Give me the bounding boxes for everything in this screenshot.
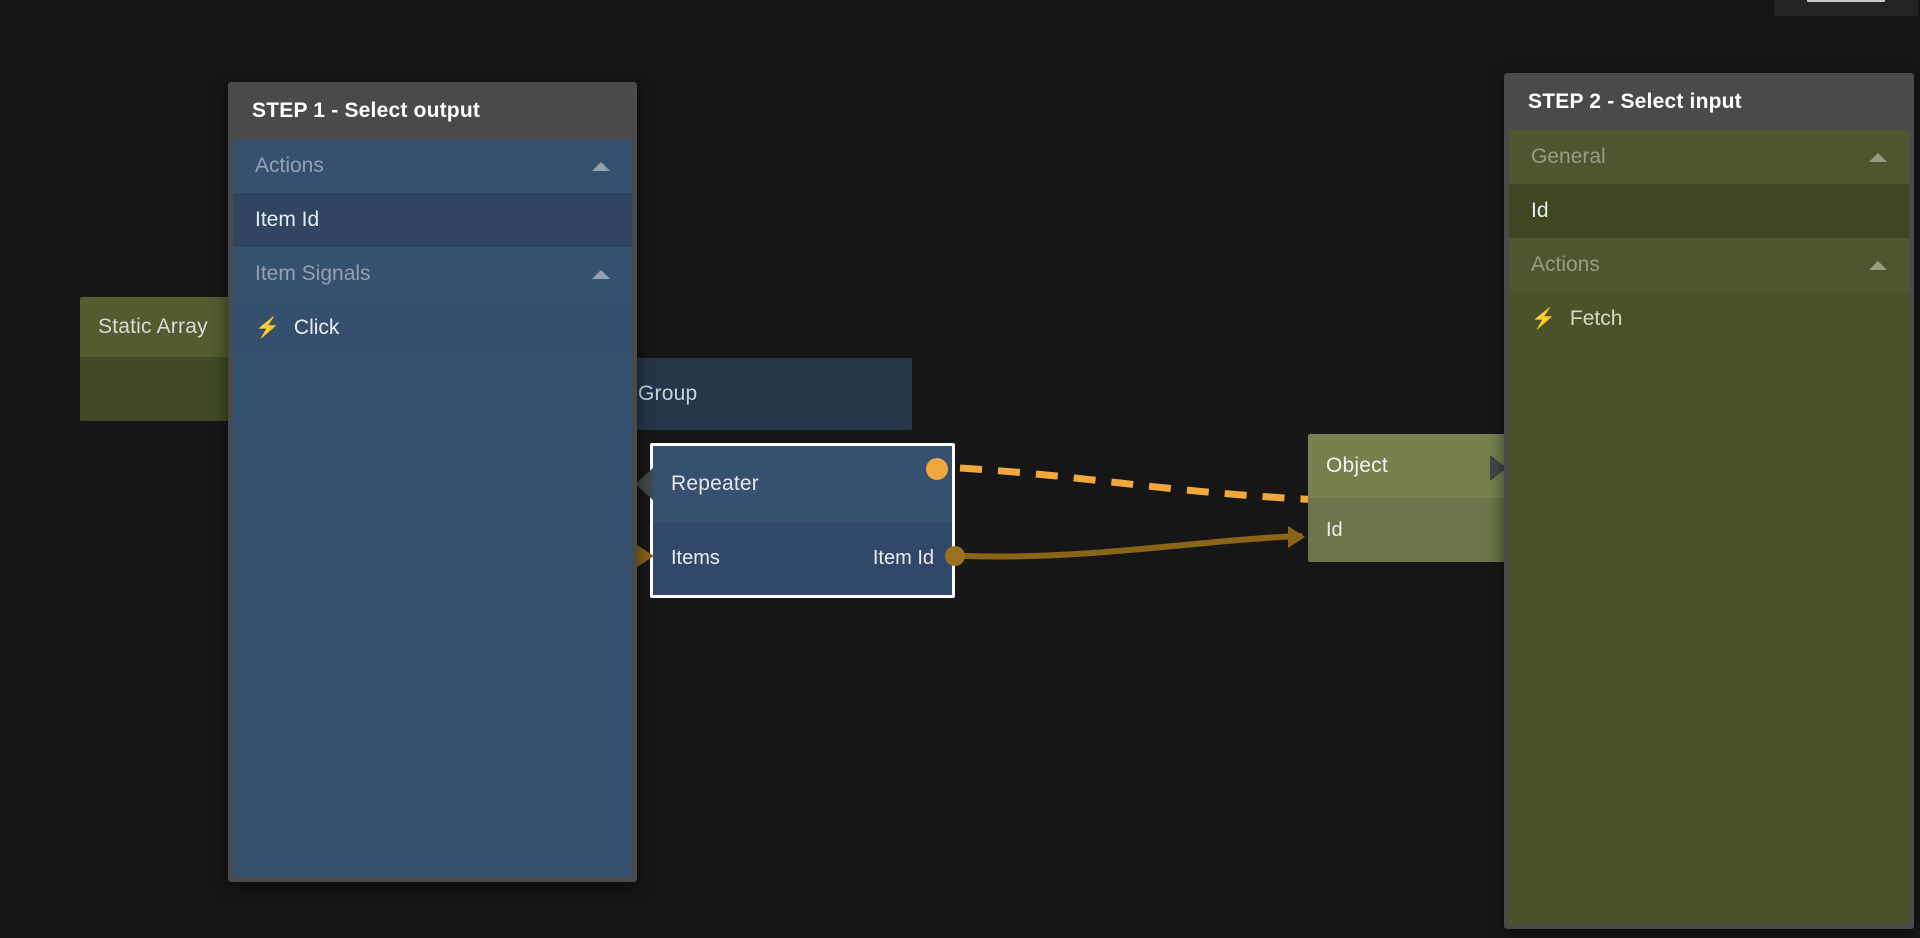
node-repeater-ports: Items Item Id bbox=[653, 522, 952, 595]
chevron-up-icon[interactable] bbox=[592, 269, 610, 279]
panel-2-row-id-label: Id bbox=[1531, 199, 1549, 222]
panel-1-row-item-signals[interactable]: Item Signals bbox=[233, 247, 632, 301]
panel-2-empty-area bbox=[1509, 346, 1909, 922]
step-1-select-output-panel[interactable]: STEP 1 - Select output Actions Item Id I… bbox=[228, 82, 637, 882]
chevron-up-icon[interactable] bbox=[592, 161, 610, 171]
port-items-label: Items bbox=[671, 547, 720, 569]
panel-1-row-click[interactable]: ⚡ Click bbox=[233, 301, 632, 355]
window-handle-bar bbox=[1807, 0, 1885, 2]
port-object-signal-input[interactable] bbox=[1490, 455, 1507, 481]
panel-2-row-fetch[interactable]: ⚡ Fetch bbox=[1509, 292, 1909, 346]
panel-2-row-actions[interactable]: Actions bbox=[1509, 238, 1909, 292]
chevron-up-icon[interactable] bbox=[1869, 152, 1887, 162]
wire-itemid-solid bbox=[962, 533, 1303, 560]
port-object-id-label: Id bbox=[1326, 518, 1343, 541]
port-signal-output-dot[interactable] bbox=[926, 458, 948, 480]
panel-2-row-actions-label: Actions bbox=[1531, 253, 1600, 276]
window-handle-widget[interactable] bbox=[1774, 0, 1918, 16]
lightning-icon: ⚡ bbox=[1531, 308, 1556, 330]
panel-1-row-actions-label: Actions bbox=[255, 154, 324, 177]
node-repeater-title: Repeater bbox=[653, 446, 952, 522]
panel-1-row-item-signals-label: Item Signals bbox=[255, 262, 371, 285]
panel-2-row-general-label: General bbox=[1531, 145, 1606, 168]
node-object-title: Object bbox=[1308, 434, 1508, 498]
panel-1-row-actions[interactable]: Actions bbox=[233, 139, 632, 193]
node-group[interactable]: Group bbox=[620, 358, 912, 430]
panel-1-title: STEP 1 - Select output bbox=[252, 99, 481, 122]
node-repeater[interactable]: Repeater Items Item Id bbox=[650, 443, 955, 598]
panel-2-row-general[interactable]: General bbox=[1509, 130, 1909, 184]
panel-1-empty-area bbox=[233, 355, 632, 875]
port-item-id-output-dot[interactable] bbox=[945, 546, 965, 566]
node-group-title: Group bbox=[620, 358, 912, 430]
panel-1-list[interactable]: Actions Item Id Item Signals ⚡ Click bbox=[233, 139, 632, 877]
panel-2-title: STEP 2 - Select input bbox=[1528, 90, 1742, 113]
panel-2-row-id[interactable]: Id bbox=[1509, 184, 1909, 238]
panel-1-row-click-label: Click bbox=[293, 316, 340, 339]
port-repeater-signal-input[interactable] bbox=[635, 468, 653, 500]
node-object-ports: Id bbox=[1308, 498, 1508, 562]
step-2-select-input-panel[interactable]: STEP 2 - Select input General Id Actions… bbox=[1504, 73, 1914, 929]
node-object[interactable]: Object Id bbox=[1308, 434, 1508, 562]
lightning-icon: ⚡ bbox=[255, 317, 280, 339]
panel-1-row-item-id[interactable]: Item Id bbox=[233, 193, 632, 247]
chevron-up-icon[interactable] bbox=[1869, 260, 1887, 270]
panel-1-row-item-id-label: Item Id bbox=[255, 208, 320, 231]
panel-2-list[interactable]: General Id Actions ⚡ Fetch bbox=[1509, 130, 1909, 924]
port-item-id-label: Item Id bbox=[872, 547, 934, 569]
port-items-input-arrow[interactable] bbox=[637, 545, 654, 567]
wire-itemid-arrowhead bbox=[1288, 526, 1305, 548]
panel-2-row-fetch-label: Fetch bbox=[1569, 307, 1623, 330]
